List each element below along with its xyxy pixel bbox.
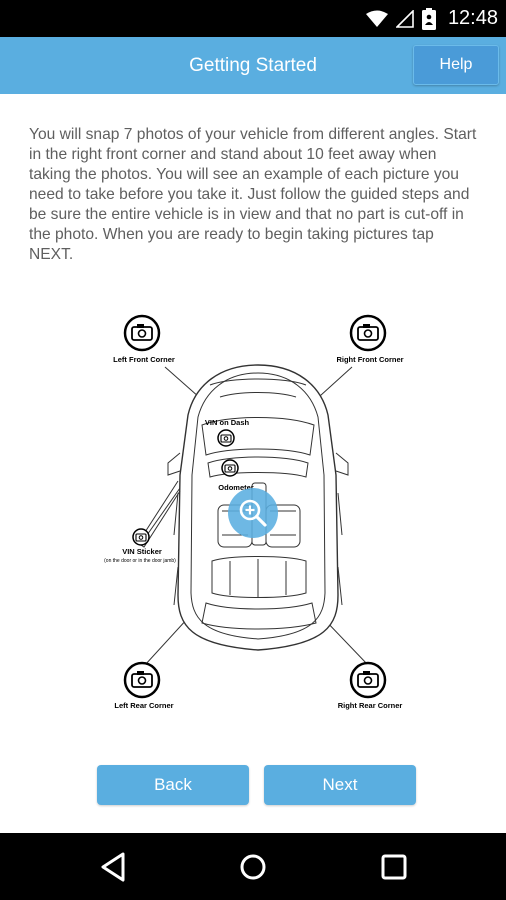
label-left-rear: Left Rear Corner: [114, 701, 173, 710]
app-bar: Getting Started Help: [0, 37, 506, 94]
home-circle-icon[interactable]: [233, 848, 273, 886]
label-vin-dash: VIN on Dash: [205, 418, 250, 427]
camera-right-front-icon[interactable]: [349, 314, 387, 352]
label-vin-sticker-note: (on the door or in the door jamb): [104, 558, 176, 564]
vehicle-diagram[interactable]: Left Front Corner Right Front Corner VIN…: [80, 305, 430, 720]
label-right-rear: Right Rear Corner: [338, 701, 403, 710]
recents-square-icon[interactable]: [374, 848, 414, 886]
camera-left-front-icon[interactable]: [123, 314, 161, 352]
camera-right-rear-icon[interactable]: [349, 661, 387, 699]
back-button[interactable]: Back: [97, 765, 249, 805]
signal-icon: [395, 9, 414, 28]
camera-vin-sticker-icon[interactable]: [132, 528, 150, 546]
label-left-front: Left Front Corner: [113, 355, 175, 364]
intro-text: You will snap 7 photos of your vehicle f…: [29, 126, 477, 263]
label-odometer: Odometer: [218, 483, 254, 492]
camera-left-rear-icon[interactable]: [123, 661, 161, 699]
status-icons: 12:48: [365, 0, 498, 37]
vehicle-diagram-svg: Left Front Corner Right Front Corner VIN…: [104, 314, 404, 710]
label-vin-sticker: VIN Sticker: [122, 547, 162, 556]
back-triangle-icon[interactable]: [93, 848, 133, 886]
status-time: 12:48: [447, 7, 498, 29]
status-bar: 12:48: [0, 0, 506, 37]
camera-odometer-icon[interactable]: [221, 459, 239, 477]
help-button[interactable]: Help: [413, 45, 499, 85]
next-button[interactable]: Next: [264, 765, 416, 805]
page-title: Getting Started: [189, 55, 317, 76]
navigation-bar: [0, 833, 506, 900]
camera-vin-dash-icon[interactable]: [217, 429, 235, 447]
zoom-in-icon[interactable]: [228, 488, 278, 538]
battery-icon: [421, 7, 436, 30]
wifi-icon: [365, 10, 388, 27]
label-right-front: Right Front Corner: [336, 355, 403, 364]
